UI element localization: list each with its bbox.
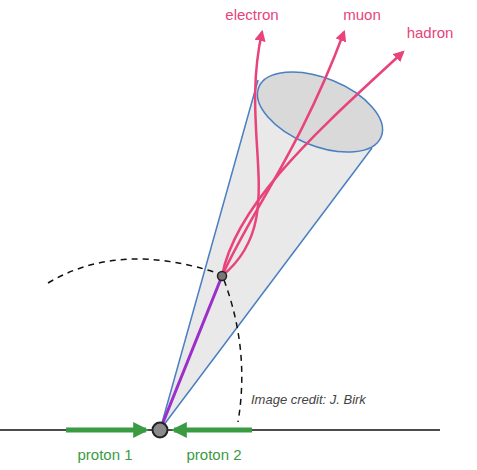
particle-label: electron xyxy=(225,6,278,24)
cone-edge xyxy=(160,80,258,430)
beam-label: proton 2 xyxy=(186,446,241,464)
particle-label: hadron xyxy=(407,24,454,42)
parent-track xyxy=(160,276,222,430)
particle-label: muon xyxy=(343,6,381,24)
cone-mouth xyxy=(246,56,394,168)
decay-vertex xyxy=(218,272,227,281)
dashed-trajectory xyxy=(224,280,242,422)
credit-note: Image credit: J. Birk xyxy=(249,392,368,408)
beam-label: proton 1 xyxy=(77,446,132,464)
collision-vertex xyxy=(153,423,168,438)
proton-arrow xyxy=(174,428,252,433)
muon-track xyxy=(222,32,344,276)
beam-line xyxy=(0,429,440,431)
proton-arrow xyxy=(66,428,146,433)
dashed-trajectory xyxy=(48,259,220,283)
hadron-track xyxy=(222,52,403,276)
